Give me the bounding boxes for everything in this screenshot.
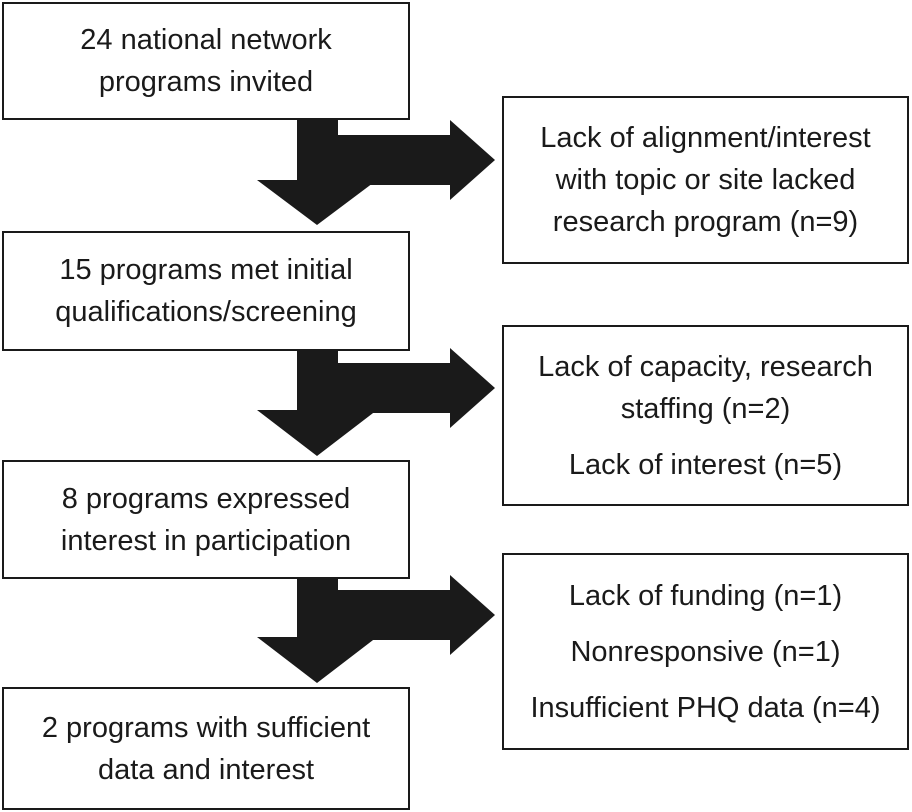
arrow-right-2 [320, 348, 495, 428]
exclusion-capacity: Lack of capacity, research staffing (n=2… [502, 325, 909, 506]
exclusion-line: Nonresponsive (n=1) [570, 635, 841, 668]
stage-line: 2 programs with sufficient [41, 711, 371, 744]
stage-line: interest in participation [60, 524, 352, 557]
arrow-down-2 [257, 350, 377, 456]
arrow-right-3 [320, 575, 495, 655]
stage-interested: 8 programs expressed interest in partici… [2, 460, 410, 579]
exclusion-line: Insufficient PHQ data (n=4) [530, 691, 881, 724]
stage-invited: 24 national network programs invited [2, 2, 410, 120]
exclusion-line: Lack of capacity, research [538, 350, 873, 383]
exclusion-line: Lack of funding (n=1) [568, 579, 843, 612]
exclusion-line: Lack of interest (n=5) [568, 448, 843, 481]
arrow-right-1 [320, 120, 495, 200]
stage-line: 8 programs expressed [61, 482, 351, 515]
stage-line: data and interest [97, 753, 315, 786]
stage-line: qualifications/screening [55, 296, 357, 328]
stage-final: 2 programs with sufficient data and inte… [2, 687, 410, 810]
exclusion-line: staffing (n=2) [620, 392, 791, 425]
arrow-down-3 [257, 578, 377, 683]
stage-line: 15 programs met initial [59, 254, 353, 286]
arrow-down-1 [257, 120, 377, 225]
exclusion-alignment: Lack of alignment/interest with topic or… [502, 96, 909, 264]
stage-line: 24 national network [80, 24, 332, 56]
exclusion-funding: Lack of funding (n=1) Nonresponsive (n=1… [502, 553, 909, 750]
exclusion-line: Lack of alignment/interest [540, 122, 871, 154]
stage-screened: 15 programs met initial qualifications/s… [2, 231, 410, 351]
exclusion-line: research program (n=9) [552, 206, 859, 238]
stage-line: programs invited [98, 66, 314, 98]
exclusion-line: with topic or site lacked [555, 164, 856, 196]
